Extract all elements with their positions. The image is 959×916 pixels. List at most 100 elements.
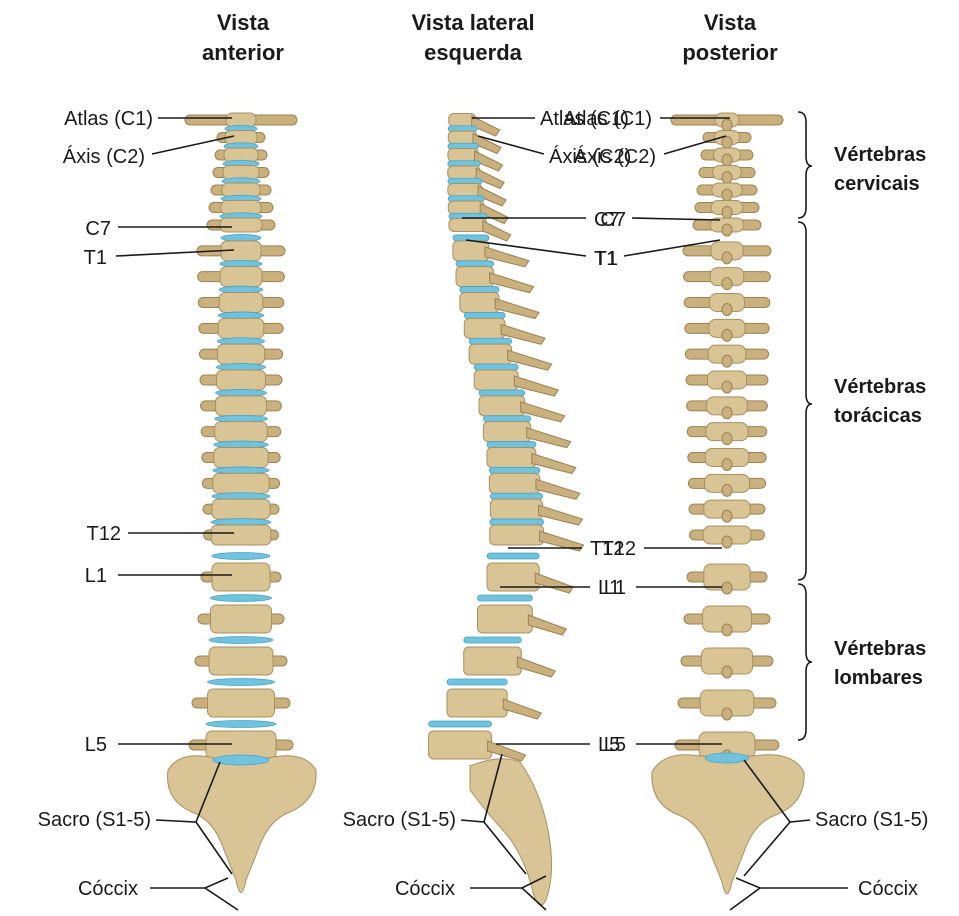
disc-lateral: [490, 519, 544, 525]
leader-c7-posterior: [632, 218, 720, 220]
vertebra-lateral: [490, 525, 544, 545]
vertebra-anterior: [209, 647, 273, 675]
label-t1-anterior: T1: [84, 247, 107, 269]
brace-lumbar: [798, 584, 812, 740]
spinous-posterior: [722, 536, 732, 548]
disc-anterior: [208, 679, 275, 686]
title-anterior-line2: anterior: [202, 40, 284, 65]
label-axis-posterior: Áxis (C2): [574, 145, 656, 168]
vertebra-lateral: [429, 731, 492, 759]
label-atlas-posterior: Atlas (C1): [563, 108, 652, 130]
disc-lateral: [464, 637, 522, 643]
label-axis-anterior: Áxis (C2): [63, 145, 145, 168]
vertebra-anterior: [214, 448, 268, 468]
sacrum-posterior: [652, 755, 804, 894]
spinous-posterior: [722, 407, 732, 419]
label-sacro-lateral: Sacro (S1-5): [343, 809, 456, 831]
spinous-posterior: [722, 433, 732, 445]
group-braces: Vértebras cervicais Vértebras torácicas …: [798, 112, 926, 740]
disc-anterior: [211, 595, 272, 602]
disc-lateral: [456, 261, 494, 267]
spinous-posterior: [722, 510, 732, 522]
spinous-posterior: [722, 172, 732, 184]
vertebra-lateral: [456, 267, 494, 287]
group-thoracic-line1: Vértebras: [834, 376, 926, 398]
spinous-posterior: [722, 189, 732, 201]
disc-anterior: [209, 637, 273, 644]
label-coccix-lateral: Cóccix: [395, 878, 455, 900]
vertebra-lateral: [490, 499, 542, 519]
disc-lateral: [477, 595, 532, 601]
vertebra-lateral: [483, 422, 530, 442]
label-sacro-anterior: Sacro (S1-5): [38, 809, 151, 831]
process-lateral: [517, 657, 555, 677]
vertebra-lateral: [489, 473, 540, 493]
spinous-posterior: [722, 666, 732, 678]
vertebra-lateral: [448, 166, 480, 179]
vertebra-lateral: [449, 219, 487, 232]
group-thoracic-line2: torácicas: [834, 405, 922, 427]
disc-lateral: [460, 287, 499, 293]
disc-lateral: [429, 721, 492, 727]
disc-lateral: [474, 364, 518, 370]
spinous-posterior: [722, 224, 732, 236]
title-posterior-line2: posterior: [682, 40, 778, 65]
leader-coccix-posterior-b: [730, 888, 760, 910]
vertebra-lateral: [487, 448, 536, 468]
spine-posterior-illustration: [652, 113, 804, 894]
vertebra-anterior: [216, 396, 267, 416]
brace-thoracic: [798, 222, 812, 580]
label-coccix-anterior: Cóccix: [78, 878, 138, 900]
vertebra-lateral: [474, 370, 518, 390]
label-sacro-posterior: Sacro (S1-5): [815, 809, 928, 831]
group-lumbar-line1: Vértebras: [834, 638, 926, 660]
spinous-posterior: [722, 278, 732, 290]
spinous-posterior: [722, 381, 732, 393]
spinous-posterior: [722, 484, 732, 496]
process-lateral: [528, 615, 566, 635]
spinous-posterior: [722, 624, 732, 636]
disc-lateral: [487, 553, 539, 559]
disc-lateral: [483, 416, 530, 422]
process-lateral: [539, 505, 583, 525]
vertebra-lateral: [469, 344, 511, 364]
label-c7-posterior: C7: [600, 209, 626, 231]
disc-anterior-s1: [213, 755, 269, 765]
spinous-posterior: [722, 459, 732, 471]
vertebra-anterior: [217, 344, 264, 364]
disc-lateral: [447, 679, 507, 685]
label-l1-anterior: L1: [85, 565, 107, 587]
vertebra-lateral: [448, 149, 479, 162]
spinous-posterior: [722, 329, 732, 341]
disc-lateral: [479, 390, 525, 396]
process-lateral: [503, 699, 541, 719]
title-anterior-line1: Vista: [217, 10, 270, 35]
spinous-posterior: [722, 137, 732, 149]
group-lumbar-line2: lombares: [834, 667, 923, 689]
disc-anterior: [206, 721, 276, 728]
label-t12-anterior: T12: [87, 523, 121, 545]
vertebra-anterior: [212, 563, 270, 591]
vertebra-lateral: [460, 293, 499, 313]
spinous-posterior: [722, 252, 732, 264]
spinous-posterior: [722, 304, 732, 316]
title-posterior-line1: Vista: [704, 10, 757, 35]
spinous-posterior: [722, 708, 732, 720]
disc-lateral: [464, 312, 505, 318]
process-lateral: [535, 573, 573, 593]
label-atlas-anterior: Atlas (C1): [64, 108, 153, 130]
vertebra-anterior: [208, 689, 275, 717]
leader-coccix-anterior-b: [205, 888, 238, 910]
disc-lateral: [489, 467, 540, 473]
title-lateral-line1: Vista lateral: [411, 10, 534, 35]
spinous-posterior: [722, 154, 732, 166]
vertebra-anterior: [218, 318, 263, 338]
posterior-labels-text: Atlas (C1) Áxis (C2) C7 T1 T12 L1 L5: [563, 108, 656, 756]
sacrum-anterior: [168, 756, 317, 893]
vertebra-anterior: [220, 218, 262, 232]
vertebra-lateral: [448, 201, 484, 214]
vertebra-anterior: [211, 605, 272, 633]
disc-lateral: [469, 338, 511, 344]
vertebra-lateral: [447, 689, 507, 717]
